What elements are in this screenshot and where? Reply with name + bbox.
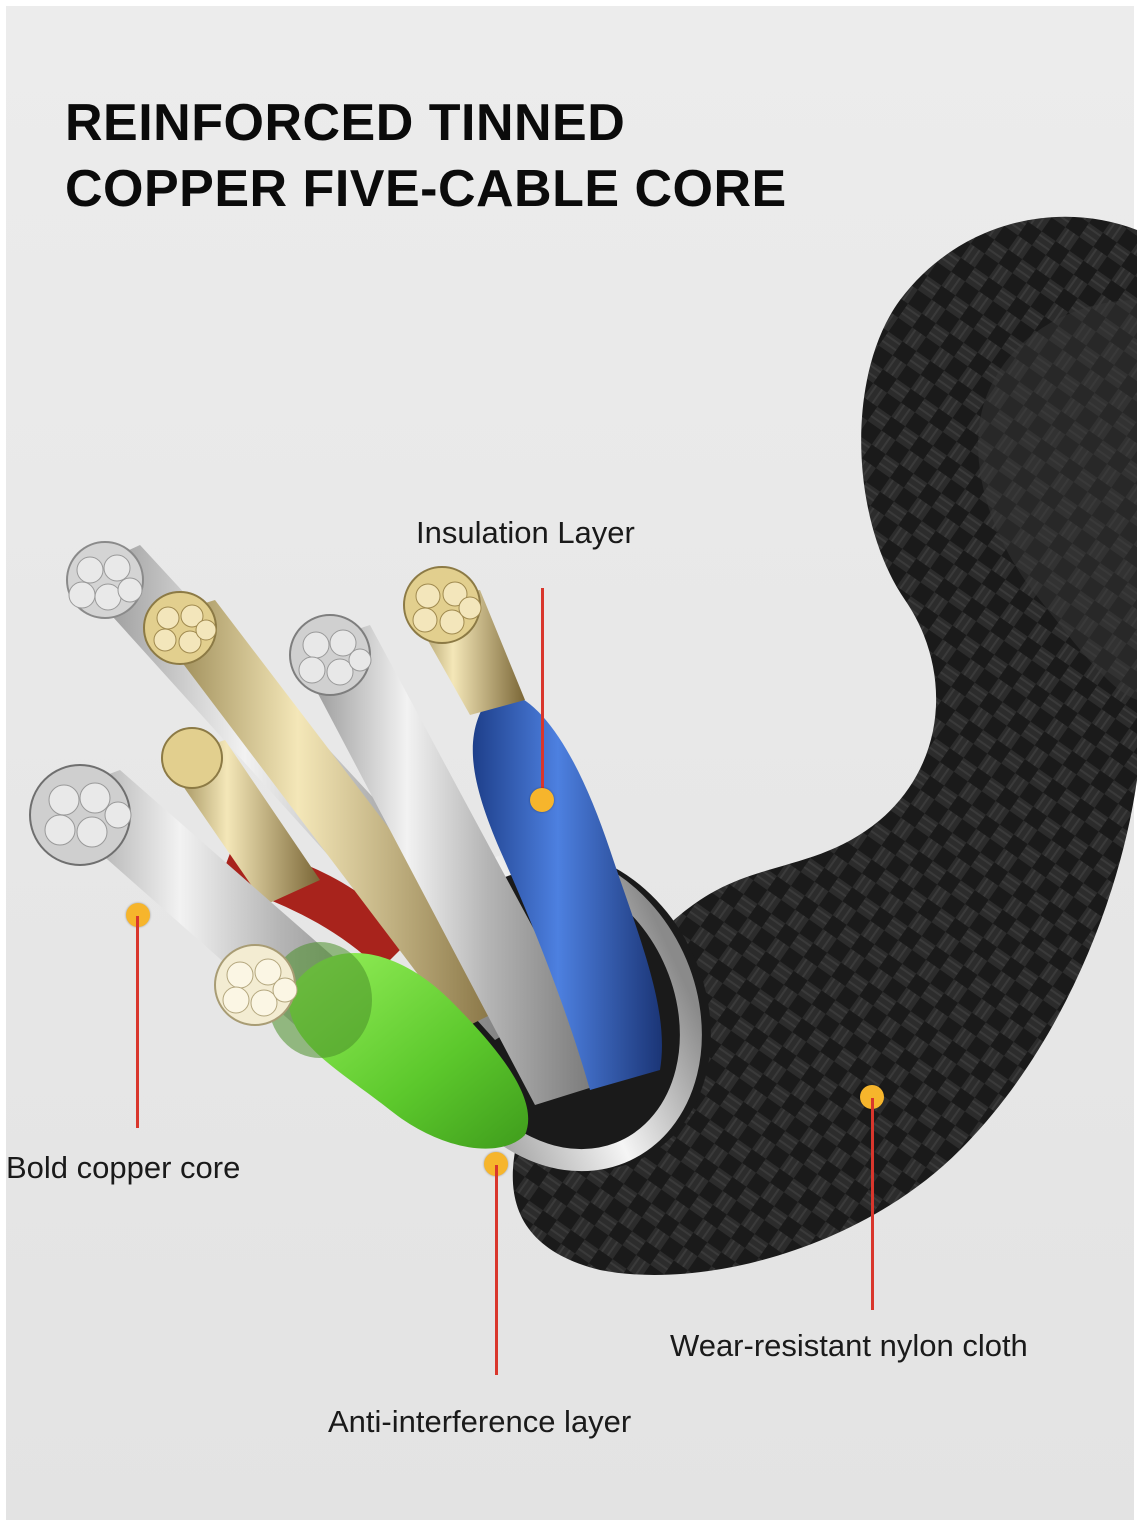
wire-silver-middle — [295, 625, 615, 1105]
wire-blue — [472, 690, 662, 1090]
headline: REINFORCED TINNED COPPER FIVE-CABLE CORE — [65, 90, 787, 222]
label-anti-interference-layer: Anti-interference layer — [328, 1404, 632, 1439]
leader-line-insulation — [541, 588, 544, 800]
leader-line-copper-core — [136, 916, 139, 1128]
leader-line-nylon-cloth — [871, 1098, 874, 1310]
label-insulation-layer: Insulation Layer — [416, 515, 635, 550]
leader-line-anti-interference — [495, 1165, 498, 1375]
label-bold-copper-core: Bold copper core — [6, 1150, 241, 1185]
marker-dot-insulation — [530, 788, 554, 812]
headline-line-1: REINFORCED TINNED — [65, 94, 626, 152]
label-wear-resistant-nylon-cloth: Wear-resistant nylon cloth — [670, 1328, 1028, 1363]
headline-line-2: COPPER FIVE-CABLE CORE — [65, 160, 787, 218]
sleeve-highlight — [978, 300, 1137, 700]
wire-gold-upper — [150, 600, 520, 1030]
